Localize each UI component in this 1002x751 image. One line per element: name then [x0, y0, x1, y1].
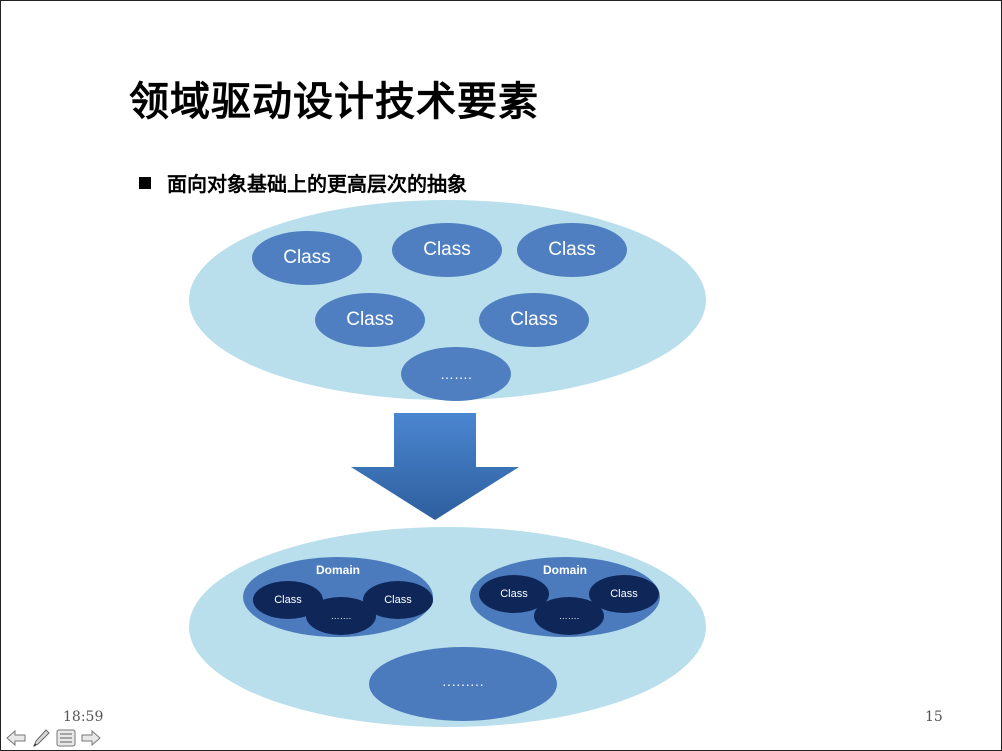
class-ellipse: Class — [479, 293, 589, 347]
slide-menu-button[interactable] — [55, 728, 77, 748]
arrow-left-icon — [6, 730, 26, 746]
more-classes-ellipse: ……. — [401, 347, 511, 401]
slide-time: 18:59 — [63, 709, 104, 725]
class-ellipse: Class — [315, 293, 425, 347]
slide-page-number: 15 — [925, 709, 943, 725]
pen-tool-button[interactable] — [30, 728, 52, 748]
menu-icon — [56, 729, 76, 747]
bullet-square-icon — [139, 176, 151, 189]
class-ellipse: Class — [392, 223, 502, 277]
domain-label: Domain — [542, 563, 587, 577]
more-domains-ellipse: ········· — [369, 647, 557, 721]
small-class-ellipse: Class — [589, 575, 659, 613]
prev-slide-button[interactable] — [5, 728, 27, 748]
domain-label: Domain — [315, 563, 360, 577]
slide-title: 领域驱动设计技术要素 — [129, 79, 539, 125]
class-ellipse: Class — [517, 223, 627, 277]
small-more-ellipse: ……. — [534, 597, 604, 635]
bullet-text: 面向对象基础上的更高层次的抽象 — [167, 172, 467, 196]
next-slide-button[interactable] — [80, 728, 102, 748]
down-arrow-icon — [351, 413, 519, 520]
arrow-right-icon — [81, 730, 101, 746]
bullet-item: 面向对象基础上的更高层次的抽象 — [139, 168, 467, 197]
class-ellipse: Class — [252, 231, 362, 285]
small-more-ellipse: ……. — [306, 597, 376, 635]
pen-icon — [33, 729, 50, 748]
slide-nav-bar — [5, 728, 102, 748]
